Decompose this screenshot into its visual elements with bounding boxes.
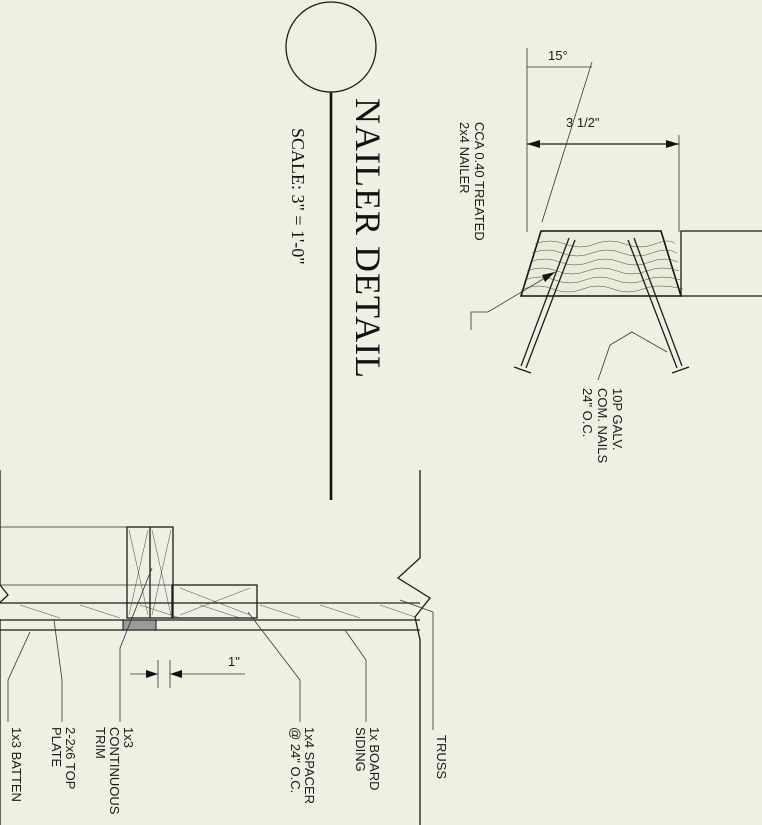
nailer-label: CCA 0.40 TREATED 2x4 NAILER: [457, 122, 487, 244]
support-member: [680, 230, 762, 297]
batten-block: [122, 619, 157, 631]
truss-leader: [399, 599, 434, 730]
title-bubble: [285, 1, 377, 93]
nail-right: [627, 237, 690, 374]
siding-label: 1x BOARD SIDING: [353, 727, 382, 794]
nail-left: [513, 237, 576, 374]
nailer-detail: 3 1/2" 15°: [457, 48, 762, 467]
trim-leader: [119, 567, 153, 722]
spacer-label: 1x4 SPACER @ 24" O.C.: [288, 727, 317, 808]
nail-label: 10P GALV. COM. NAILS 24" O.C.: [580, 388, 625, 467]
dimension-arrow-icon: [170, 670, 182, 678]
arrow-left-icon: [527, 140, 540, 148]
plate-leader: [53, 619, 63, 722]
spacer-leader: [247, 611, 301, 722]
angle-reference-line: [541, 61, 593, 223]
top-plate-hatch: [128, 529, 172, 616]
dimension-arrow-icon: [146, 670, 158, 678]
trim-label: 1x3 CONTINUOUS TRIM: [93, 727, 136, 818]
drawing-title: NAILER DETAIL: [348, 98, 388, 379]
siding-hatch: [19, 604, 416, 619]
nailer-leader: [470, 271, 556, 330]
wood-grain: [522, 240, 684, 293]
top-plate-label: 2-2x6 TOP PLATE: [49, 727, 78, 793]
siding-leader: [344, 629, 367, 722]
drawing-scale: SCALE: 3" = 1'-0": [288, 128, 308, 265]
spacer-hatch: [179, 587, 251, 616]
batten-label: 1x3 BATTEN: [9, 727, 24, 802]
batten-leader: [7, 631, 31, 722]
dimension-label: 1": [228, 654, 240, 669]
nail-leader: [597, 331, 668, 381]
truss-label: TRUSS: [434, 735, 449, 779]
arrow-right-icon: [666, 140, 679, 148]
break-line-left: [0, 470, 9, 825]
leader-arrow-icon: [542, 272, 555, 282]
section-detail: 1" TRUSS 1x BOARD SIDING 1x4 SPACER @ 24…: [0, 470, 449, 825]
angle-label: 15°: [548, 48, 568, 63]
break-line-right: [396, 470, 431, 825]
spacer-block: [171, 584, 258, 619]
